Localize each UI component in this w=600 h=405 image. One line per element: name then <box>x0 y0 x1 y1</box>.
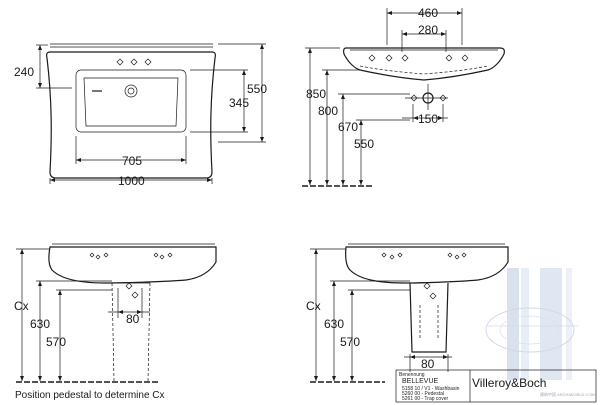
dim-630-right: 630 <box>324 317 344 331</box>
front-view: 460 280 150 850 <box>302 6 505 187</box>
product-name: BELLEVUE <box>402 378 439 385</box>
cx-left: Cx <box>14 299 29 313</box>
plan-view: 240 550 345 705 1000 <box>14 43 267 188</box>
dim-670: 670 <box>338 120 358 134</box>
pedestal-view-left: 80 Cx 630 570 Position pedestal to deter… <box>14 243 217 401</box>
dim-705: 705 <box>122 154 142 168</box>
product-line-1: 5158 10 / V1 - Washbasin <box>402 386 460 392</box>
pedestal-left <box>111 282 151 382</box>
dim-345: 345 <box>229 96 249 110</box>
dim-550-plan: 550 <box>247 82 267 96</box>
bowl-outline <box>75 69 187 133</box>
basin-front-right <box>345 246 509 284</box>
product-line-2: 5260 00 - Pedestal <box>402 391 444 397</box>
basin-front-profile <box>343 47 505 81</box>
drain-inner <box>127 87 135 95</box>
cx-right: Cx <box>306 299 321 313</box>
product-line-3: 5261 00 - Trap cover <box>402 396 448 402</box>
basin-front-left <box>48 246 217 284</box>
drain-outer <box>124 84 138 98</box>
bowl-inner <box>83 77 179 127</box>
dim-550-front: 550 <box>354 137 374 151</box>
title-block: Benennung BELLEVUE 5158 10 / V1 - Washba… <box>395 369 597 403</box>
dim-1000: 1000 <box>118 174 145 188</box>
tap-holes-front <box>368 54 469 62</box>
title-header: Benennung <box>399 372 425 378</box>
tap-holes-plan <box>116 58 152 66</box>
dim-570-left: 570 <box>46 335 66 349</box>
dim-850: 850 <box>306 87 326 101</box>
pedestal-right <box>409 282 449 353</box>
watermark-logo <box>485 268 578 380</box>
dim-80-right: 80 <box>421 357 435 371</box>
dim-630-left: 630 <box>30 317 50 331</box>
dim-150: 150 <box>418 112 438 126</box>
trap-symbol <box>405 84 448 110</box>
dim-80-left: 80 <box>126 312 140 326</box>
watermark-text: 建筑中国 ARCHIWORLD.COM <box>540 391 595 397</box>
basin-back-edge <box>50 43 213 48</box>
pedestal-view-right: 80 Cx 630 570 <box>306 243 509 383</box>
basin-outline-plan <box>46 51 216 179</box>
caption-left: Position pedestal to determine Cx <box>15 390 165 401</box>
brand-logo: Villeroy&Boch <box>472 376 546 390</box>
dim-280: 280 <box>418 23 438 37</box>
dim-570-right: 570 <box>340 335 360 349</box>
dim-800: 800 <box>318 104 338 118</box>
dim-460: 460 <box>418 6 438 20</box>
dim-240: 240 <box>14 65 34 79</box>
